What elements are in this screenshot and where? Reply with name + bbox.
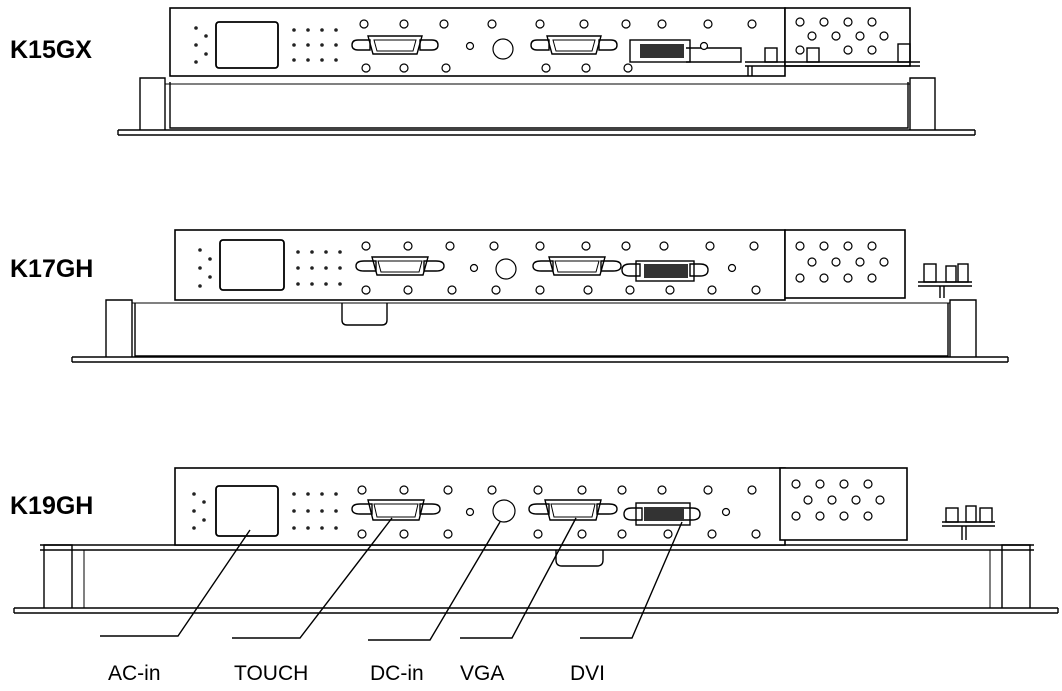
k17gh-bezel — [71, 299, 1009, 363]
k19gh-ac-in-port — [215, 485, 279, 537]
model-label-k17gh: K17GH — [10, 255, 93, 283]
k19gh-dc-in-port — [492, 499, 516, 523]
k15gx-side-plate — [784, 7, 911, 67]
leader-vga — [460, 517, 577, 639]
k19gh-side-board — [942, 505, 995, 540]
k15gx-dvi-port — [629, 39, 742, 63]
k15gx-ac-in-port — [215, 21, 279, 69]
k15gx-vga-port — [530, 35, 618, 55]
leader-dvi — [580, 521, 683, 639]
k17gh-dvi-port — [621, 260, 709, 282]
k19gh-vent-dots — [192, 492, 338, 530]
k17gh-vga-port — [532, 256, 622, 276]
k15gx-screw-holes — [359, 19, 757, 73]
callout-label-dvi: DVI — [570, 662, 605, 685]
model-label-k19gh: K19GH — [10, 492, 93, 520]
k17gh-side-holes — [795, 241, 889, 283]
k19gh-screw-holes — [357, 485, 761, 539]
leader-touch — [232, 517, 393, 639]
callout-leaders — [100, 517, 683, 641]
k17gh-ac-in-port — [219, 239, 285, 291]
k15gx-vent-dots — [194, 26, 338, 64]
k15gx-dc-in-port — [492, 38, 514, 60]
k15gx-side-holes — [795, 17, 889, 55]
k17gh-side-board — [918, 263, 972, 298]
k17gh-monitor — [71, 229, 1009, 363]
k17gh-screw-holes — [361, 241, 761, 295]
leader-dc-in — [368, 521, 501, 641]
callout-label-touch: TOUCH — [234, 662, 308, 685]
k15gx-bezel — [117, 77, 976, 136]
k17gh-touch-port — [355, 256, 445, 276]
k19gh-monitor — [13, 467, 1059, 614]
callout-label-ac-in: AC-in — [108, 662, 161, 685]
k19gh-dvi-port — [623, 502, 701, 526]
k17gh-vent-dots — [198, 248, 342, 288]
k15gx-touch-port — [351, 35, 439, 55]
k17gh-dc-in-port — [495, 258, 517, 280]
k15gx-side-board — [745, 43, 920, 76]
k19gh-side-holes — [791, 479, 885, 521]
k19gh-vga-port — [528, 499, 618, 521]
callout-label-vga: VGA — [460, 662, 504, 685]
k15gx-monitor — [117, 7, 976, 136]
k19gh-touch-port — [351, 499, 441, 521]
model-label-k15gx: K15GX — [10, 36, 92, 64]
k19gh-bezel — [13, 544, 1059, 614]
leader-ac-in — [100, 529, 251, 637]
k19gh-side-plate — [779, 467, 908, 541]
callout-label-dc-in: DC-in — [370, 662, 424, 685]
